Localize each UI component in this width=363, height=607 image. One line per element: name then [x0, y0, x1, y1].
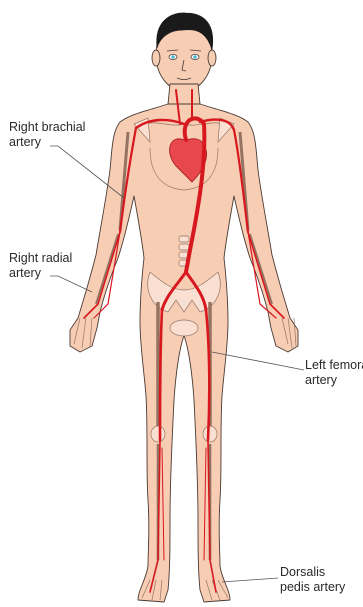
label-dorsalis-pedis-artery: Dorsalis pedis artery: [280, 565, 345, 595]
label-line: artery: [9, 135, 85, 150]
label-line: artery: [305, 373, 363, 388]
label-line: Right radial: [9, 251, 72, 266]
label-right-brachial-artery: Right brachial artery: [9, 120, 85, 150]
label-line: pedis artery: [280, 580, 345, 595]
label-line: Dorsalis: [280, 565, 345, 580]
label-right-radial-artery: Right radial artery: [9, 251, 72, 281]
label-line: artery: [9, 266, 72, 281]
leader-dorsalis-pedis: [222, 578, 278, 582]
label-line: Left femoral: [305, 358, 363, 373]
label-line: Right brachial: [9, 120, 85, 135]
label-left-femoral-artery: Left femoral artery: [305, 358, 363, 388]
